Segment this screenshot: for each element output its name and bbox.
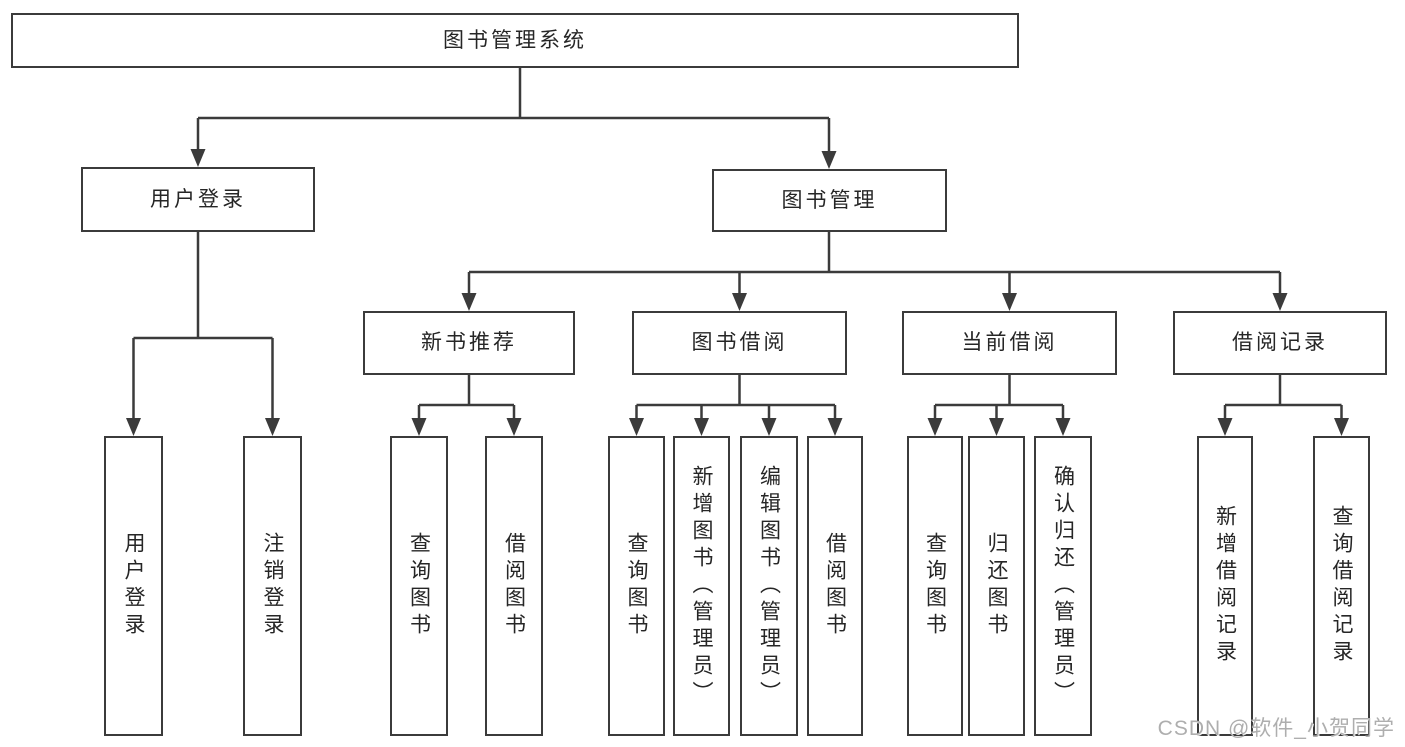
csdn-watermark: CSDN @软件_小贺同学: [1157, 717, 1395, 740]
leaf-edit-books-admin: 编辑图书（管理员）: [740, 436, 798, 736]
leaf-borrow-books: 借阅图书: [807, 436, 863, 736]
node-book-management: 图书管理: [712, 169, 947, 232]
arrowheads: [126, 149, 1349, 436]
arrow-down-icon: [827, 418, 843, 436]
arrow-down-icon: [1217, 418, 1233, 436]
leaf-user-login: 用户登录: [104, 436, 163, 736]
leaf-query-books-recommend: 查询图书: [390, 436, 448, 736]
arrow-down-icon: [506, 418, 522, 436]
arrow-down-icon: [265, 418, 280, 436]
arrow-down-icon: [989, 418, 1004, 436]
arrow-down-icon: [761, 418, 777, 436]
leaf-query-books-current: 查询图书: [907, 436, 963, 736]
node-root: 图书管理系统: [11, 13, 1019, 68]
node-current-borrowing: 当前借阅: [902, 311, 1117, 375]
leaf-logout-login: 注销登录: [243, 436, 302, 736]
node-book-borrowing: 图书借阅: [632, 311, 847, 375]
leaf-return-books: 归还图书: [968, 436, 1025, 736]
connector-paths: [132, 68, 1343, 418]
arrow-down-icon: [411, 418, 427, 436]
arrow-down-icon: [927, 418, 943, 436]
arrow-down-icon: [1002, 293, 1017, 311]
node-borrowing-records: 借阅记录: [1173, 311, 1387, 375]
arrow-down-icon: [694, 418, 709, 436]
arrow-down-icon: [1055, 418, 1071, 436]
arrow-down-icon: [461, 293, 477, 311]
arrow-down-icon: [732, 293, 747, 311]
leaf-query-books-borrowing: 查询图书: [608, 436, 665, 736]
leaf-borrow-books-recommend: 借阅图书: [485, 436, 543, 736]
arrow-down-icon: [1272, 293, 1288, 311]
leaf-add-borrow-record: 新增借阅记录: [1197, 436, 1253, 736]
node-new-book-recommendation: 新书推荐: [363, 311, 575, 375]
arrow-down-icon: [190, 149, 206, 167]
leaf-query-borrow-record: 查询借阅记录: [1313, 436, 1370, 736]
node-user-login: 用户登录: [81, 167, 315, 232]
arrow-down-icon: [821, 151, 837, 169]
arrow-down-icon: [126, 418, 141, 436]
leaf-add-books-admin: 新增图书（管理员）: [673, 436, 730, 736]
arrow-down-icon: [629, 418, 644, 436]
leaf-confirm-return-admin: 确认归还（管理员）: [1034, 436, 1092, 736]
arrow-down-icon: [1334, 418, 1349, 436]
